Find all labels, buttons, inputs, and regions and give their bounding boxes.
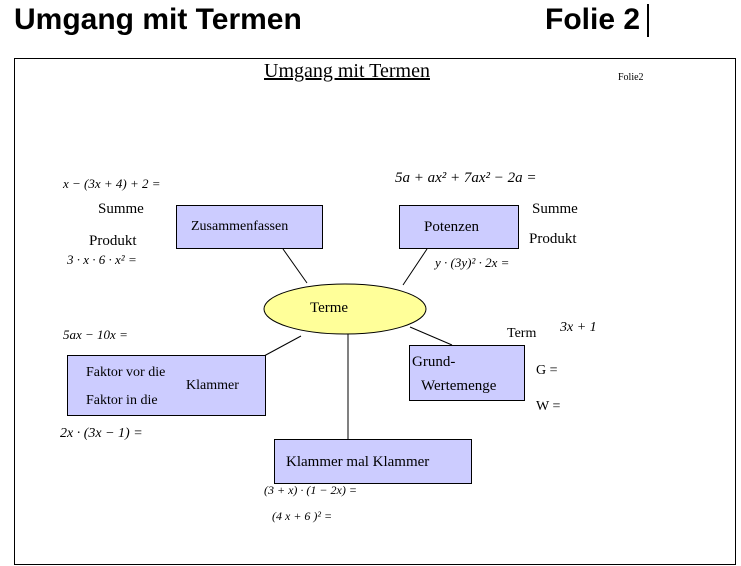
slide-title: Umgang mit Termen xyxy=(264,60,430,82)
node-klammer: Klammer mal Klammer xyxy=(274,439,472,484)
label-produkt-right: Produkt xyxy=(529,231,577,247)
connector-potenzen xyxy=(402,248,428,286)
label-produkt-left: Produkt xyxy=(89,233,137,249)
formula-7: 2x · (3x − 1) = xyxy=(60,426,143,441)
slide-tag: Folie2 xyxy=(618,72,644,83)
slide-frame: Umgang mit Termen Folie2 Terme Zusammenf… xyxy=(14,58,736,565)
node-zusammenfassen: Zusammenfassen xyxy=(176,205,323,249)
formula-6: 3x + 1 xyxy=(560,320,597,335)
formula-1: x − (3x + 4) + 2 = xyxy=(63,176,161,191)
node-grundmenge-line2: Wertemenge xyxy=(421,378,497,394)
connector-zusammenfassen xyxy=(282,248,308,284)
center-ellipse xyxy=(263,283,427,335)
center-label: Terme xyxy=(310,300,349,316)
label-term: Term xyxy=(507,326,537,341)
node-klammer-label: Klammer mal Klammer xyxy=(286,454,430,470)
formula-5: 5ax − 10x = xyxy=(63,327,128,342)
text-cursor xyxy=(647,4,649,37)
label-g: G = xyxy=(536,363,558,378)
label-summe-right: Summe xyxy=(532,201,578,217)
node-potenzen: Potenzen xyxy=(399,205,519,249)
node-zusammenfassen-label: Zusammenfassen xyxy=(191,219,289,234)
node-potenzen-label: Potenzen xyxy=(424,219,479,235)
node-faktor-line3: Faktor in die xyxy=(86,393,158,408)
formula-4: y · (3y)² · 2x = xyxy=(435,255,510,270)
node-grundmenge-line1: Grund- xyxy=(412,354,456,370)
connector-lines xyxy=(263,248,453,439)
header-slide-number: Folie 2 xyxy=(545,3,641,36)
header-title: Umgang mit Termen xyxy=(14,3,302,36)
node-faktor-line2: Klammer xyxy=(186,378,239,393)
node-faktor: Faktor vor die Klammer Faktor in die xyxy=(67,355,266,416)
formula-9: (4 x + 6 )² = xyxy=(272,509,333,523)
connector-faktor xyxy=(263,335,302,357)
label-summe-left: Summe xyxy=(98,201,144,217)
node-grundmenge: Grund- Wertemenge xyxy=(409,345,525,401)
formula-8: (3 + x) · (1 − 2x) = xyxy=(264,483,357,497)
formula-2: 5a + ax² + 7ax² − 2a = xyxy=(395,170,537,186)
label-w: W = xyxy=(536,399,561,414)
node-faktor-line1: Faktor vor die xyxy=(86,365,166,380)
connector-grundmenge xyxy=(409,326,453,346)
formula-3: 3 · x · 6 · x² = xyxy=(67,252,137,267)
